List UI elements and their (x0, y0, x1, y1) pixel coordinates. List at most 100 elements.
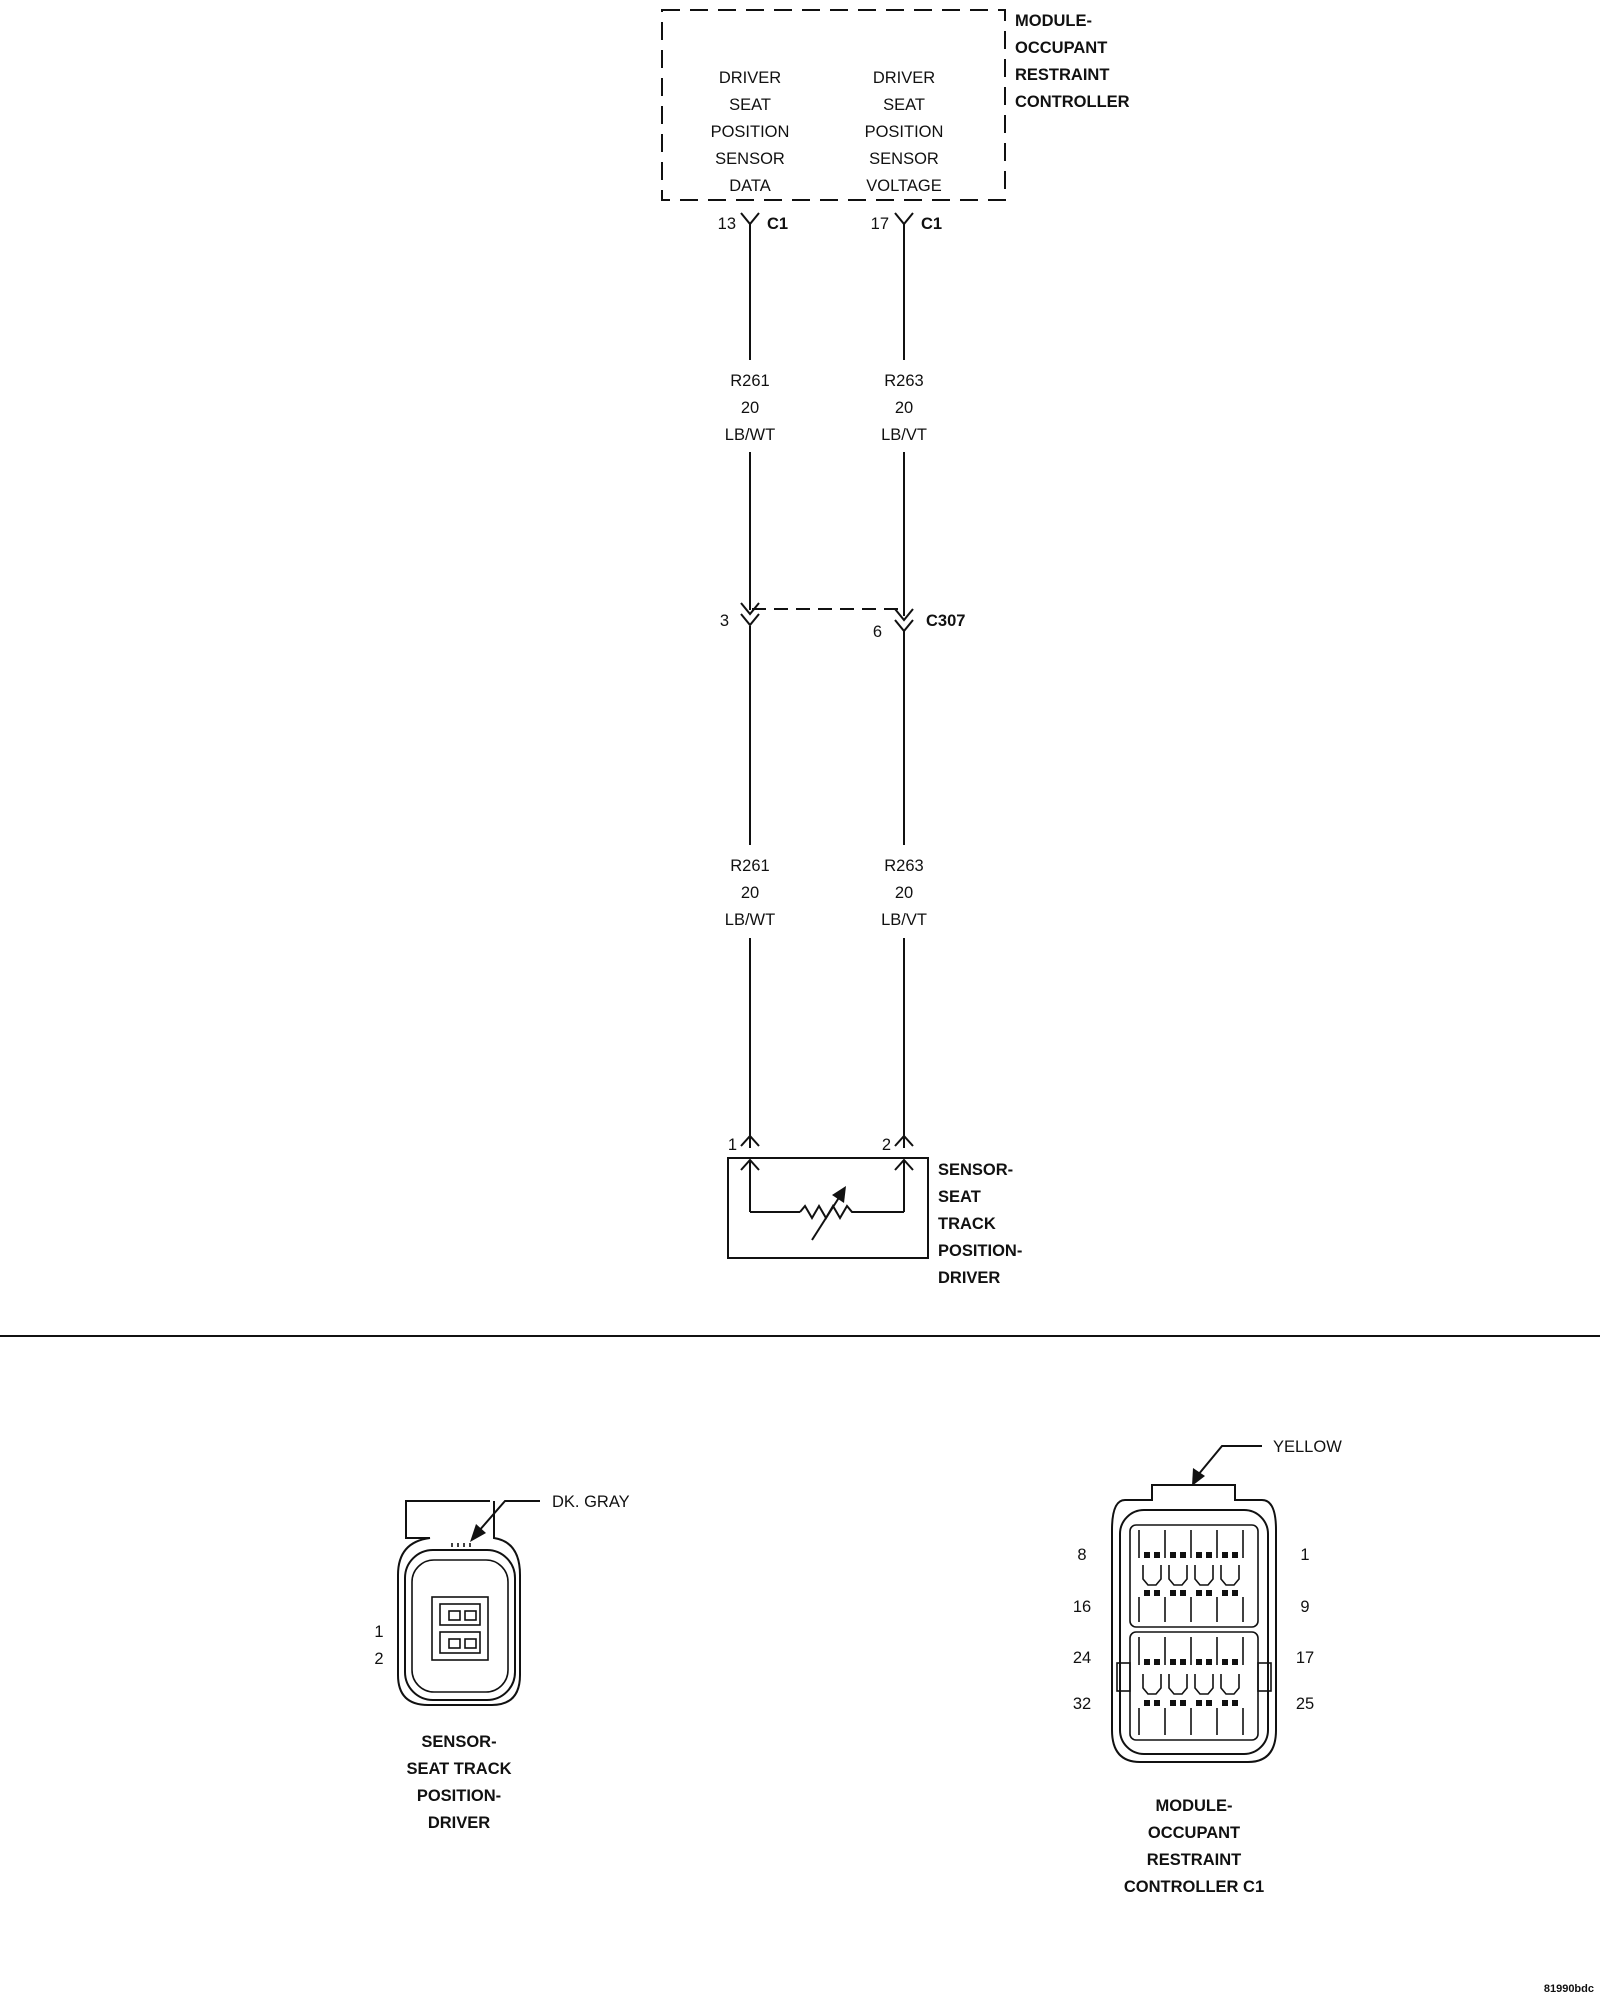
cavity-latch (1168, 1674, 1188, 1695)
module-connector-pin-labels-right: 1 9 17 25 (1296, 1546, 1314, 1713)
connector-color-label: YELLOW (1273, 1438, 1342, 1456)
module-c1-connector-face-icon (1111, 1484, 1277, 1763)
wire-color: LB/WT (725, 911, 775, 929)
sensor-title-line: SEAT (938, 1188, 981, 1206)
sensor-connector-pin-labels: 1 2 (374, 1623, 383, 1668)
pin-function-line: DRIVER (719, 69, 781, 87)
sensor-title: SENSOR- SEAT TRACK POSITION- DRIVER (938, 1161, 1022, 1287)
wire-label-upper-right: R263 20 LB/VT (881, 372, 927, 444)
terminal-pin (1180, 1659, 1186, 1665)
terminal-pin (1170, 1659, 1176, 1665)
terminal-pin (1180, 1552, 1186, 1558)
pin-label: 1 (1300, 1546, 1309, 1564)
terminal-pin (1206, 1552, 1212, 1558)
pin-function-data: DRIVER SEAT POSITION SENSOR DATA (711, 69, 790, 195)
pin-function-line: POSITION (865, 123, 944, 141)
cavity-latch (1142, 1565, 1162, 1586)
cavity-latch (1220, 1565, 1240, 1586)
wire-color: LB/WT (725, 426, 775, 444)
terminal-pin (1144, 1659, 1150, 1665)
wire-gauge: 20 (895, 884, 913, 902)
module-title: MODULE- OCCUPANT RESTRAINT CONTROLLER (1015, 12, 1130, 111)
cavity-latch (1194, 1565, 1214, 1586)
terminal-pin (1180, 1700, 1186, 1706)
cavity-latch (1220, 1674, 1240, 1695)
figure-id: 81990bdc (1544, 1983, 1594, 1995)
sensor-title-line: SENSOR- (938, 1161, 1013, 1179)
pin-label: 25 (1296, 1695, 1314, 1713)
pin-label: 9 (1300, 1598, 1309, 1616)
module-title-line: CONTROLLER (1015, 93, 1130, 111)
c1-label: C1 (921, 215, 942, 233)
pin-function-line: SENSOR (715, 150, 785, 168)
yellow-leader: YELLOW (1192, 1438, 1342, 1486)
wire-gauge: 20 (741, 884, 759, 902)
terminal-pin (1154, 1590, 1160, 1596)
pin-label: 32 (1073, 1695, 1091, 1713)
connector-color-label: DK. GRAY (552, 1493, 630, 1511)
caption-line: POSITION- (417, 1787, 501, 1805)
caption-line: SENSOR- (421, 1733, 496, 1751)
caption-line: SEAT TRACK (406, 1760, 511, 1778)
module-title-line: OCCUPANT (1015, 39, 1107, 57)
pin-function-line: SEAT (729, 96, 771, 114)
wire-circuit: R263 (884, 857, 923, 875)
module-connector-caption: MODULE- OCCUPANT RESTRAINT CONTROLLER C1 (1124, 1797, 1264, 1896)
c1-connector-symbol: 13 C1 17 C1 (718, 212, 942, 233)
terminal-pin (1154, 1659, 1160, 1665)
wire-circuit: R261 (730, 372, 769, 390)
terminal-pin (1232, 1700, 1238, 1706)
module-title-line: MODULE- (1015, 12, 1092, 30)
sensor-title-line: POSITION- (938, 1242, 1022, 1260)
sensor-connector-caption: SENSOR- SEAT TRACK POSITION- DRIVER (406, 1733, 511, 1832)
caption-line: MODULE- (1156, 1797, 1233, 1815)
terminal-pin (1170, 1552, 1176, 1558)
wire-gauge: 20 (895, 399, 913, 417)
terminal-pin (1222, 1590, 1228, 1596)
c307-connector-symbol: 3 6 C307 (720, 602, 965, 641)
wire-color: LB/VT (881, 911, 927, 929)
terminal-pin (1144, 1590, 1150, 1596)
sensor-connector-symbol: 1 2 (728, 1134, 914, 1154)
terminal-pin (1222, 1552, 1228, 1558)
terminal-pin (1144, 1700, 1150, 1706)
pin-label: 1 (374, 1623, 383, 1641)
terminal-pin (1206, 1659, 1212, 1665)
pin-function-voltage: DRIVER SEAT POSITION SENSOR VOLTAGE (865, 69, 944, 195)
pin-label: 16 (1073, 1598, 1091, 1616)
terminal-pin (1196, 1700, 1202, 1706)
terminal-pin (1206, 1700, 1212, 1706)
pin-function-line: SENSOR (869, 150, 939, 168)
c1-label: C1 (767, 215, 788, 233)
terminal-pin (1144, 1552, 1150, 1558)
pin-function-line: DRIVER (873, 69, 935, 87)
wire-label-upper-left: R261 20 LB/WT (725, 372, 775, 444)
caption-line: CONTROLLER C1 (1124, 1878, 1264, 1896)
c307-label: C307 (926, 612, 965, 630)
terminal-pin (1222, 1700, 1228, 1706)
wire-gauge: 20 (741, 399, 759, 417)
sensor-connector-face-icon (397, 1500, 521, 1706)
cavity-latch (1142, 1674, 1162, 1695)
caption-line: RESTRAINT (1147, 1851, 1241, 1869)
wire-circuit: R261 (730, 857, 769, 875)
c1-pin-17: 17 (871, 215, 889, 233)
terminal-pin (1196, 1659, 1202, 1665)
sensor-pin-2: 2 (882, 1136, 891, 1154)
terminal-pin (1222, 1659, 1228, 1665)
terminal-pin (1232, 1552, 1238, 1558)
pin-label: 17 (1296, 1649, 1314, 1667)
wire-color: LB/VT (881, 426, 927, 444)
pin-function-line: POSITION (711, 123, 790, 141)
terminal-pin (1154, 1552, 1160, 1558)
caption-line: DRIVER (428, 1814, 490, 1832)
module-box (661, 9, 1006, 201)
sensor-internal-circuit (740, 1158, 914, 1213)
terminal-pin (1206, 1590, 1212, 1596)
module-connector-pin-labels-left: 8 16 24 32 (1073, 1546, 1091, 1713)
potentiometer-icon (799, 1186, 856, 1241)
caption-line: OCCUPANT (1148, 1824, 1240, 1842)
wire-circuit: R263 (884, 372, 923, 390)
terminal-pin (1170, 1700, 1176, 1706)
